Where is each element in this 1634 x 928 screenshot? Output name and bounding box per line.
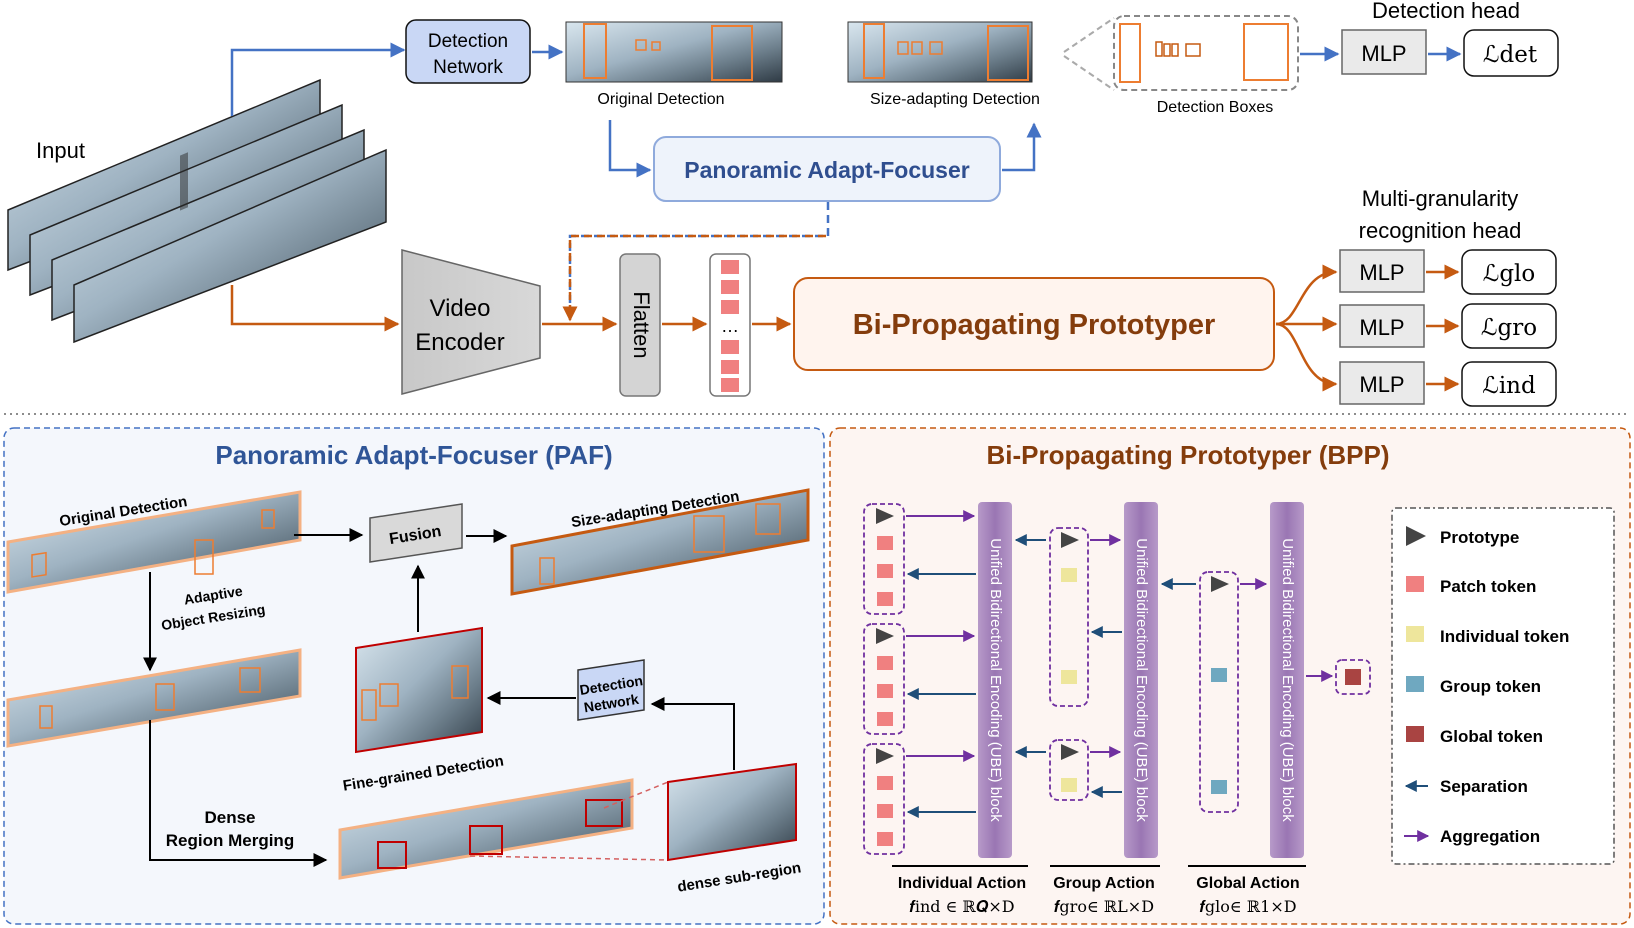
legend-separation: Separation xyxy=(1440,777,1528,796)
dense-merging-line1: Dense xyxy=(204,808,255,827)
detection-boxes-caption: Detection Boxes xyxy=(1157,99,1274,116)
ube-label-3: Unified Bidirectional Encoding (UBE) blo… xyxy=(1279,538,1296,822)
paf-detection-network-box xyxy=(577,659,645,721)
video-encoder-line1: Video xyxy=(430,295,491,322)
legend-group: Group token xyxy=(1440,677,1541,696)
arrow-orig-to-paf xyxy=(608,120,652,178)
mlp-ind-box: MLP xyxy=(1339,361,1425,405)
loss-gro-label: ℒgro xyxy=(1481,315,1537,341)
arrow-input-to-encoder xyxy=(230,285,400,332)
original-detection-image xyxy=(565,21,783,83)
mlp-ind-label: MLP xyxy=(1359,372,1404,397)
input-label: Input xyxy=(36,138,85,163)
detection-head-label: Detection head xyxy=(1372,0,1520,23)
ube-block-2: Unified Bidirectional Encoding (UBE) blo… xyxy=(1124,502,1158,858)
loss-ind-box: ℒind xyxy=(1461,361,1557,407)
original-detection-caption: Original Detection xyxy=(597,91,724,108)
bpp-panel: Bi-Propagating Prototyper (BPP) Unified … xyxy=(829,427,1631,925)
ube-block-3: Unified Bidirectional Encoding (UBE) blo… xyxy=(1270,502,1304,858)
zoom-line-top xyxy=(1063,17,1115,53)
zoom-subregion-top xyxy=(603,781,669,809)
loss-glo-box: ℒglo xyxy=(1461,249,1557,295)
f-glo-label: 𝒇glo∈ ℝ1×D xyxy=(1199,897,1296,916)
arrow-subregion-to-detnet xyxy=(650,697,735,770)
mlp-det-box: MLP xyxy=(1341,29,1427,75)
paf-panel: Panoramic Adapt-Focuser (PAF) Original D… xyxy=(3,427,825,925)
loss-det-box: ℒdet xyxy=(1463,29,1559,77)
flatten-label: Flatten xyxy=(629,291,654,358)
mlp-glo-label: MLP xyxy=(1359,260,1404,285)
individual-token-groups xyxy=(863,503,905,855)
mlp-det-label: MLP xyxy=(1361,41,1406,66)
mlp-gro-label: MLP xyxy=(1359,315,1404,340)
size-adapting-detection-image xyxy=(847,21,1033,83)
detection-boxes-panel xyxy=(1113,15,1299,91)
global-token-group xyxy=(1199,571,1239,813)
bpp-label: Bi-Propagating Prototyper xyxy=(853,309,1216,341)
legend-aggregation: Aggregation xyxy=(1440,827,1540,846)
group-token-groups xyxy=(1049,527,1089,801)
bpp-box: Bi-Propagating Prototyper xyxy=(793,277,1275,371)
token-column: … xyxy=(709,253,751,397)
dashed-paf-to-encoder-out xyxy=(562,234,826,322)
arrow-bpp-to-mlp-glo xyxy=(1275,264,1338,326)
mlp-gro-box: MLP xyxy=(1339,304,1425,348)
arrow-dense-merging xyxy=(149,720,328,867)
mg-head-line1: Multi-granularity xyxy=(1362,186,1519,211)
global-action-label: Global Action xyxy=(1196,875,1299,892)
flatten-block: Flatten xyxy=(619,253,661,397)
dense-merging-line2: Region Merging xyxy=(166,831,294,850)
global-output-frame xyxy=(1335,659,1371,695)
paf-panel-title: Panoramic Adapt-Focuser (PAF) xyxy=(215,440,612,470)
legend-group-swatch xyxy=(1406,676,1424,692)
legend-patch: Patch token xyxy=(1440,577,1536,596)
global-output-token xyxy=(1345,669,1361,685)
legend-patch-swatch xyxy=(1406,576,1424,592)
arrow-bpp-to-mlp-ind xyxy=(1275,322,1338,392)
arrow-input-to-detnet xyxy=(230,42,406,116)
f-ind-label: 𝒇ind ∈ ℝ𝑸×D xyxy=(909,897,1014,916)
loss-det-label: ℒdet xyxy=(1483,42,1538,68)
mlp-glo-box: MLP xyxy=(1339,249,1425,293)
video-encoder: Video Encoder xyxy=(401,249,541,395)
bpp-panel-title: Bi-Propagating Prototyper (BPP) xyxy=(986,440,1389,470)
individual-action-label: Individual Action xyxy=(898,875,1026,892)
ube-label-1: Unified Bidirectional Encoding (UBE) blo… xyxy=(987,538,1004,822)
legend-individual: Individual token xyxy=(1440,627,1569,646)
video-encoder-line2: Encoder xyxy=(415,329,504,356)
loss-ind-label: ℒind xyxy=(1482,373,1536,399)
f-gro-label: 𝒇gro∈ ℝL×D xyxy=(1054,897,1154,916)
legend-individual-swatch xyxy=(1406,626,1424,642)
legend-prototype-icon xyxy=(1406,526,1426,546)
arrow-paf-to-sizeadapt xyxy=(1002,122,1042,172)
detection-network-box: Detection Network xyxy=(405,19,531,84)
loss-gro-box: ℒgro xyxy=(1461,303,1557,349)
size-adapting-caption: Size-adapting Detection xyxy=(870,91,1040,108)
input-frames xyxy=(7,78,387,344)
dashed-paf-link xyxy=(568,202,830,320)
legend-prototype: Prototype xyxy=(1440,528,1519,547)
loss-glo-label: ℒglo xyxy=(1483,261,1536,287)
zoom-line-bottom xyxy=(1063,55,1115,91)
bpp-legend: Prototype Patch token Individual token G… xyxy=(1391,507,1615,865)
ube-label-2: Unified Bidirectional Encoding (UBE) blo… xyxy=(1133,538,1150,822)
detection-network-line1: Detection xyxy=(428,31,508,52)
detection-network-line2: Network xyxy=(433,57,503,78)
legend-global: Global token xyxy=(1440,727,1543,746)
paf-label: Panoramic Adapt-Focuser xyxy=(684,157,969,183)
token-ellipsis: … xyxy=(721,316,739,336)
fusion-box xyxy=(369,503,463,563)
ube-block-1: Unified Bidirectional Encoding (UBE) blo… xyxy=(978,502,1012,858)
group-action-label: Group Action xyxy=(1053,875,1155,892)
paf-box: Panoramic Adapt-Focuser xyxy=(653,136,1001,202)
legend-global-swatch xyxy=(1406,726,1424,742)
zoom-subregion-bottom xyxy=(469,855,669,861)
mg-head-line2: recognition head xyxy=(1359,218,1522,243)
